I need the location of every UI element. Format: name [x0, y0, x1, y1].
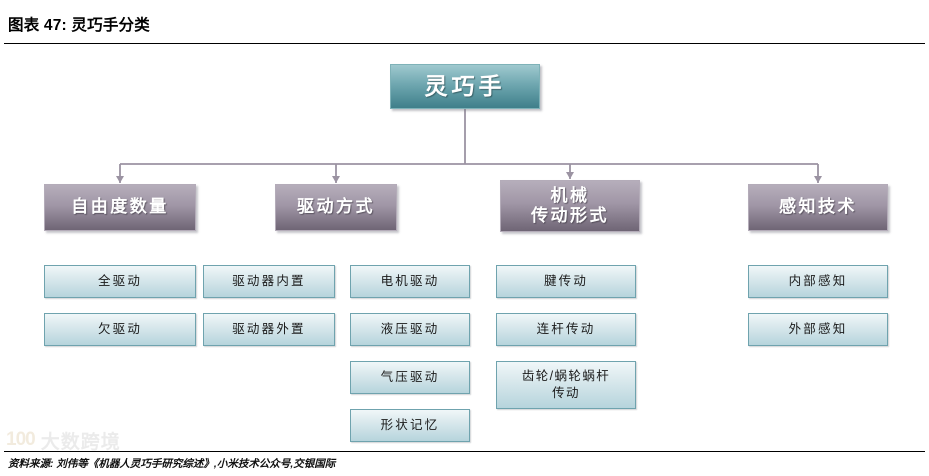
branch-node-mechanical-transmission: 机械传动形式: [500, 180, 640, 232]
leaf-node-drive-mode-5-label: 形状记忆: [380, 418, 440, 433]
root-node-label: 灵巧手: [424, 72, 506, 99]
leaf-node-sensing-technology-0-label: 内部感知: [788, 274, 848, 289]
leaf-node-sensing-technology-0: 内部感知: [748, 265, 888, 298]
root-node: 灵巧手: [390, 64, 540, 109]
leaf-node-sensing-technology-1: 外部感知: [748, 313, 888, 346]
leaf-node-mechanical-transmission-1: 连杆传动: [496, 313, 636, 346]
leaf-node-drive-mode-5: 形状记忆: [350, 409, 470, 442]
leaf-node-sensing-technology-1-label: 外部感知: [788, 322, 848, 337]
branch-node-dof-count-label: 自由度数量: [71, 197, 169, 217]
branch-node-drive-mode: 驱动方式: [275, 184, 397, 231]
title-divider: [4, 43, 925, 44]
leaf-node-dof-count-1: 欠驱动: [44, 313, 196, 346]
leaf-node-mechanical-transmission-2: 齿轮/蜗轮蜗杆传动: [496, 361, 636, 409]
leaf-node-mechanical-transmission-2-label: 齿轮/蜗轮蜗杆传动: [521, 369, 611, 400]
leaf-node-dof-count-1-label: 欠驱动: [97, 322, 143, 337]
leaf-node-drive-mode-1: 驱动器外置: [203, 313, 335, 346]
leaf-node-mechanical-transmission-0-label: 腱传动: [543, 274, 589, 289]
leaf-node-drive-mode-0: 驱动器内置: [203, 265, 335, 298]
connector-lines: [116, 109, 822, 183]
leaf-node-drive-mode-4-label: 气压驱动: [380, 370, 440, 385]
leaf-node-dof-count-0-label: 全驱动: [97, 274, 143, 289]
leaf-node-drive-mode-2-label: 电机驱动: [380, 274, 440, 289]
branch-node-sensing-technology-label: 感知技术: [779, 197, 857, 217]
branch-node-drive-mode-label: 驱动方式: [297, 197, 375, 217]
source-note: 资料来源: 刘伟等《机器人灵巧手研究综述》,小米技术公众号,交银国际: [8, 458, 336, 470]
leaf-node-drive-mode-3-label: 液压驱动: [380, 322, 440, 337]
leaf-node-mechanical-transmission-0: 腱传动: [496, 265, 636, 298]
branch-node-mechanical-transmission-label: 机械传动形式: [531, 185, 609, 225]
org-chart-diagram: 灵巧手自由度数量全驱动欠驱动 驱动方式驱动器内置驱动器外置 电机驱动液压驱动气压驱动…: [0, 44, 929, 449]
leaf-node-drive-mode-4: 气压驱动: [350, 361, 470, 394]
leaf-node-drive-mode-1-label: 驱动器外置: [232, 322, 306, 337]
leaf-node-drive-mode-0-label: 驱动器内置: [232, 274, 306, 289]
leaf-node-mechanical-transmission-1-label: 连杆传动: [536, 322, 596, 337]
leaf-node-dof-count-0: 全驱动: [44, 265, 196, 298]
branch-node-dof-count: 自由度数量: [44, 184, 196, 231]
footer-divider: [4, 451, 925, 452]
branch-node-sensing-technology: 感知技术: [748, 184, 888, 231]
leaf-node-drive-mode-2: 电机驱动: [350, 265, 470, 298]
leaf-node-drive-mode-3: 液压驱动: [350, 313, 470, 346]
page-title: 图表 47: 灵巧手分类: [8, 17, 150, 34]
